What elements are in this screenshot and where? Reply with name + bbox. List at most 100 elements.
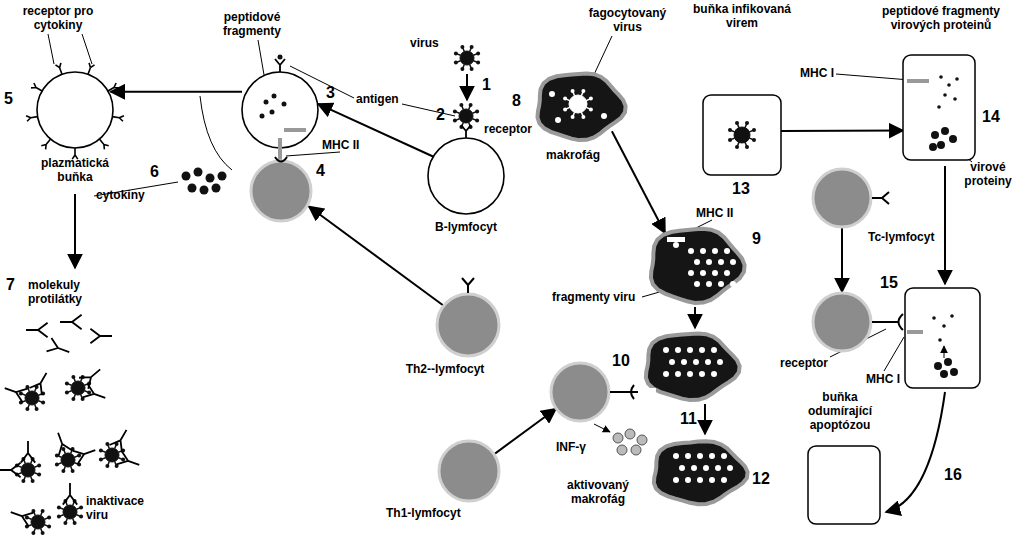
callout-number: 8 <box>512 92 521 110</box>
illustration-part <box>454 51 458 55</box>
illustration-part <box>31 479 35 483</box>
illustration-part <box>286 152 340 156</box>
illustration-part <box>721 477 727 483</box>
illustration-part <box>90 329 112 343</box>
illustration-part <box>57 505 61 509</box>
illustration-part <box>571 89 575 93</box>
illustration-part <box>37 473 41 477</box>
illustration-part <box>715 465 721 471</box>
illustration-part <box>700 270 706 276</box>
illustration-part <box>721 453 727 459</box>
annotation-label: cytokiny <box>96 188 145 202</box>
plasma-cell: 5plazmatická buňka <box>37 72 113 148</box>
illustration-part <box>939 75 943 79</box>
illustration-part <box>278 138 282 162</box>
arrow-connector <box>781 130 903 132</box>
illustration-part <box>872 321 898 323</box>
macrophage-presenting: 9 <box>645 225 745 305</box>
illustration-part <box>260 114 265 119</box>
illustration-part <box>79 364 105 389</box>
illustration-part <box>112 116 124 122</box>
illustration-part <box>37 463 41 467</box>
illustration-part <box>278 55 283 60</box>
illustration-part <box>687 347 693 353</box>
illustration-part <box>61 453 75 467</box>
cell-outline <box>250 160 312 222</box>
illustration-part <box>65 391 69 395</box>
illustration-part <box>212 184 221 193</box>
illustration-part <box>242 72 318 148</box>
illustration-part <box>730 259 736 265</box>
illustration-part <box>37 72 113 148</box>
illustration-part <box>272 94 277 99</box>
th2-cell-active: 4 <box>250 160 312 222</box>
cell-outline <box>436 293 500 357</box>
b-lymphocyte: B-lymfocyt <box>428 138 504 214</box>
illustration-part <box>79 515 83 519</box>
illustration-part <box>109 426 132 452</box>
illustration-part <box>699 347 705 353</box>
illustration-part <box>673 477 679 483</box>
illustration-part <box>706 281 712 287</box>
illustration-part <box>691 465 697 471</box>
illustration-part <box>71 375 75 379</box>
illustration-part <box>694 259 700 265</box>
illustration-part <box>932 316 936 320</box>
callout-number: 4 <box>316 162 325 180</box>
illustration-part <box>469 103 473 107</box>
illustration-part <box>57 515 61 519</box>
illustration-part <box>26 323 48 337</box>
illustration-part <box>937 105 941 109</box>
arrow-connector <box>318 104 434 157</box>
illustration-part <box>907 330 923 334</box>
illustration-part <box>745 121 749 125</box>
illustration-part <box>55 463 59 467</box>
illustration-part <box>581 115 585 119</box>
th1-lymphocyte: Th1-lymfocyt <box>438 440 500 502</box>
illustration-part <box>47 525 51 529</box>
illustration-part <box>941 127 949 135</box>
illustration-part <box>589 107 593 111</box>
illustration-part <box>717 359 723 365</box>
illustration-part <box>8 505 33 526</box>
callout-number: 14 <box>982 108 1000 126</box>
illustration-part <box>709 453 715 459</box>
th2-lymphocyte: Th2--lymfocyt <box>436 293 500 357</box>
illustration-part <box>563 107 567 111</box>
illustration-part <box>735 121 739 125</box>
illustration-part <box>71 469 75 473</box>
illustration-part <box>938 338 942 342</box>
illustration-part <box>275 59 285 72</box>
illustration-part <box>555 117 561 123</box>
illustration-part <box>551 363 609 421</box>
cell-label: B-lymfocyt <box>426 220 506 234</box>
illustration-part <box>949 135 957 143</box>
illustration-part <box>675 371 681 377</box>
illustration-part <box>82 34 92 64</box>
cell-outline <box>37 72 113 148</box>
illustration-part <box>71 381 85 395</box>
illustration-part <box>625 429 635 439</box>
macrophage: 8makrofág <box>532 70 626 142</box>
illustration-part <box>581 89 585 93</box>
illustration-part <box>929 143 937 151</box>
illustration-part <box>907 79 929 83</box>
illustration-part <box>944 346 945 358</box>
illustration-part <box>681 359 687 365</box>
illustration-part <box>453 109 457 113</box>
illustration-part <box>218 172 227 181</box>
tc-lymphocyte: Tc-lymfocyt <box>812 168 872 228</box>
cell-outline <box>428 138 504 214</box>
illustration-part <box>728 128 732 132</box>
callout-number: 6 <box>150 163 159 181</box>
illustration-part <box>718 281 724 287</box>
illustration-part <box>631 385 634 399</box>
illustration-part <box>808 446 880 524</box>
callout-number: 5 <box>4 90 13 108</box>
illustration-part <box>188 184 197 193</box>
illustration-part <box>117 451 142 472</box>
apoptotic-cell: buňka odumírající apoptózou <box>808 446 880 524</box>
illustration-part <box>73 521 77 525</box>
cell-outline <box>532 70 626 142</box>
illustration-part <box>813 169 871 227</box>
